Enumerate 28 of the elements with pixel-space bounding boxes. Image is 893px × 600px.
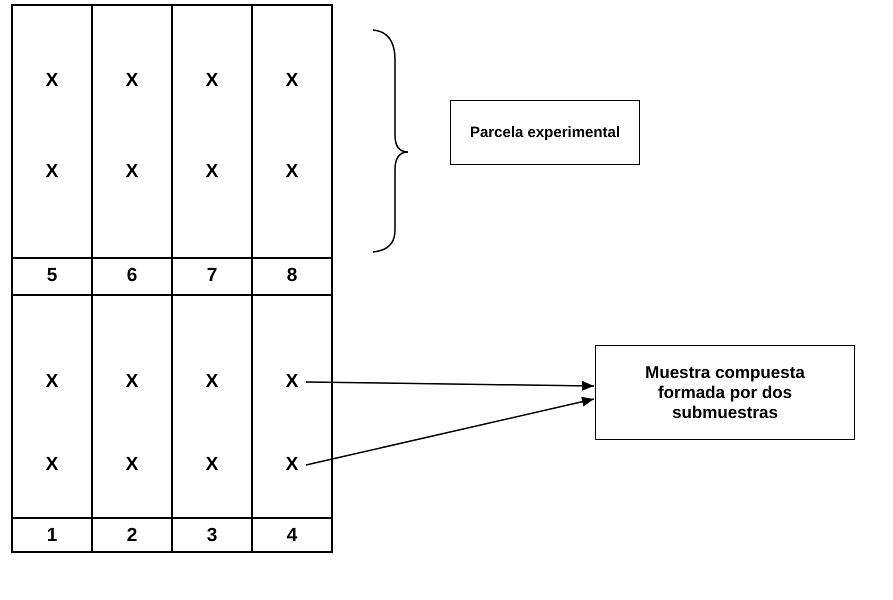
- plot-number: 7: [206, 265, 218, 287]
- sample-point-mark: X: [124, 161, 140, 183]
- plot-number: 8: [286, 265, 298, 287]
- plot-number: 5: [46, 265, 58, 287]
- sample-point-mark: X: [284, 161, 300, 183]
- label-box: Muestra compuesta formada por dos submuestras: [595, 345, 855, 440]
- sample-point-mark: X: [204, 70, 220, 92]
- plot-number: 2: [126, 525, 138, 547]
- plot-number: 3: [206, 525, 218, 547]
- arrow: [306, 396, 594, 466]
- sample-point-mark: X: [124, 70, 140, 92]
- sample-point-mark: X: [124, 371, 140, 393]
- sample-point-mark: X: [44, 70, 60, 92]
- sample-point-mark: X: [124, 454, 140, 476]
- label-box: Parcela experimental: [450, 100, 640, 165]
- sample-point-mark: X: [204, 371, 220, 393]
- arrow: [306, 380, 594, 391]
- sample-point-mark: X: [280, 454, 304, 476]
- plot-number: 6: [126, 265, 138, 287]
- sample-point-mark: X: [280, 371, 304, 393]
- sample-point-mark: X: [44, 371, 60, 393]
- plot-number: 1: [46, 525, 58, 547]
- plot-number: 4: [286, 525, 298, 547]
- sample-point-mark: X: [44, 454, 60, 476]
- sample-point-mark: X: [284, 70, 300, 92]
- sample-point-mark: X: [204, 454, 220, 476]
- sample-point-mark: X: [204, 161, 220, 183]
- sample-point-mark: X: [44, 161, 60, 183]
